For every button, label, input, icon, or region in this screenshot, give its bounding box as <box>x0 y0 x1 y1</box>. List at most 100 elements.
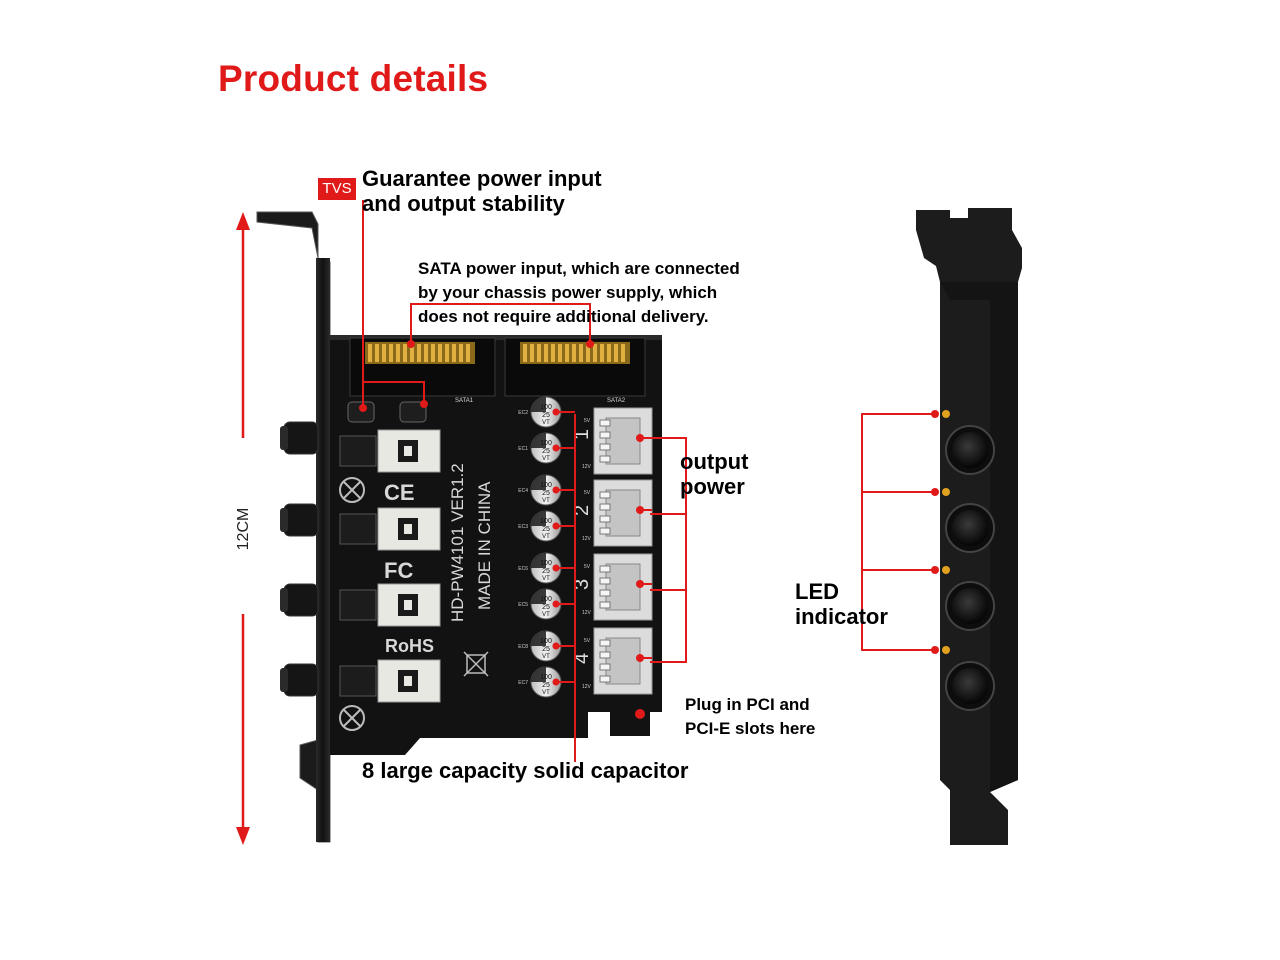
led-indicator <box>942 488 950 496</box>
voltage-12v-label: 12V <box>582 464 592 470</box>
fcc-mark: FC <box>384 558 413 583</box>
sata-pin <box>530 344 534 362</box>
output-connector-housing <box>605 637 641 685</box>
switch-actuator <box>404 446 412 456</box>
push-button-cap <box>280 668 288 692</box>
pci-callout-line2: PCI-E slots here <box>685 719 816 739</box>
connector-pin <box>599 527 611 535</box>
sata-pin <box>565 344 569 362</box>
port-number: 4 <box>571 653 593 664</box>
capacitor-type: VT <box>542 534 550 540</box>
connector-pin <box>599 601 611 609</box>
capacitor-voltage: 25 <box>542 682 550 689</box>
sata-pin <box>544 344 548 362</box>
capacitor-dot <box>552 444 560 452</box>
switch-actuator <box>404 676 412 686</box>
connector-pin <box>599 565 611 573</box>
voltage-12v-label: 12V <box>582 684 592 690</box>
sata-pin <box>403 344 407 362</box>
left-push-buttons <box>280 421 319 697</box>
led-indicator <box>942 410 950 418</box>
led-indicator-line1: LED <box>795 579 839 604</box>
sata-pin <box>523 344 527 362</box>
push-button-cap <box>952 668 988 704</box>
connector-pin <box>599 589 611 597</box>
voltage-5v-label: 5V <box>584 490 591 496</box>
sata-pin <box>607 344 611 362</box>
capacitor-callout-ticks <box>552 408 575 686</box>
led-indicator-callout: LED indicator <box>795 579 888 629</box>
capacitor-ref: EC1 <box>518 446 528 452</box>
tvs-badge: TVS <box>318 178 356 200</box>
callout-dots <box>359 340 939 719</box>
capacitor-voltage: 25 <box>542 490 550 497</box>
model-label: HD-PW4101 VER1.2 <box>448 463 467 622</box>
capacitor-dot <box>552 564 560 572</box>
voltage-5v-label: 5V <box>584 564 591 570</box>
capacitor-value: 100 <box>540 518 552 525</box>
capacitor-type: VT <box>542 456 550 462</box>
capacitor-ref: EC6 <box>518 566 528 572</box>
capacitor-stripe <box>531 553 546 568</box>
capacitor-stripe <box>531 631 546 646</box>
led-indicator <box>942 566 950 574</box>
connector-pin <box>599 419 611 427</box>
connector-pin <box>599 675 611 683</box>
capacitor-voltage: 25 <box>542 412 550 419</box>
switch-mount <box>339 435 377 467</box>
sata-pin <box>445 344 449 362</box>
capacitor-value: 100 <box>540 440 552 447</box>
switch-actuator <box>404 524 412 534</box>
sata-pin <box>389 344 393 362</box>
capacitor-voltage: 25 <box>542 568 550 575</box>
capacitor-ref: EC7 <box>518 680 528 686</box>
dimension-label: 12CM <box>235 507 252 551</box>
output-power-line2: power <box>680 473 745 499</box>
sata-pin <box>396 344 400 362</box>
capacitor-type: VT <box>542 498 550 504</box>
switch-mount <box>339 665 377 697</box>
capacitor-stripe <box>531 433 546 448</box>
mount-screws <box>339 477 365 731</box>
sata-pin <box>614 344 618 362</box>
capacitor-stripe <box>531 667 546 682</box>
connector-pin <box>599 455 611 463</box>
dimension-arrow <box>236 212 250 845</box>
connector-pin <box>599 491 611 499</box>
capacitor-ref: EC3 <box>518 524 528 530</box>
sata-pin <box>593 344 597 362</box>
output-power-line1: output <box>680 449 749 474</box>
push-button <box>283 421 319 455</box>
tvs-callout-line2: and output stability <box>362 190 565 216</box>
capacitor-value: 100 <box>540 638 552 645</box>
capacitor-dot <box>552 642 560 650</box>
switch-group <box>339 429 441 703</box>
capacitor-ref: EC5 <box>518 602 528 608</box>
sata-pin <box>586 344 590 362</box>
capacitor-value: 100 <box>540 404 552 411</box>
capacitor-stripe <box>531 475 546 490</box>
capacitor-ref: EC4 <box>518 488 528 494</box>
push-button-cap <box>280 508 288 532</box>
port-number: 3 <box>571 579 593 590</box>
capacitor-type: VT <box>542 420 550 426</box>
capacitor-dot <box>552 486 560 494</box>
sata-pin <box>410 344 414 362</box>
output-connector-housing <box>605 417 641 465</box>
connector-pin <box>599 651 611 659</box>
push-button <box>283 583 319 617</box>
made-in-label: MADE IN CHINA <box>475 481 494 610</box>
capacitor-callout: 8 large capacity solid capacitor <box>362 758 689 783</box>
sata-pin <box>459 344 463 362</box>
capacitor-stripe <box>531 511 546 526</box>
capacitor-ref: EC8 <box>518 644 528 650</box>
sata-pin <box>368 344 372 362</box>
push-button-cap <box>952 432 988 468</box>
capacitor-group: 10025VTEC210025VTEC110025VTEC410025VTEC3… <box>518 396 562 698</box>
led-indicator-line2: indicator <box>795 603 888 629</box>
capacitor-value: 100 <box>540 674 552 681</box>
push-button-cap <box>952 510 988 546</box>
led-indicator <box>942 646 950 654</box>
sata-pin <box>431 344 435 362</box>
